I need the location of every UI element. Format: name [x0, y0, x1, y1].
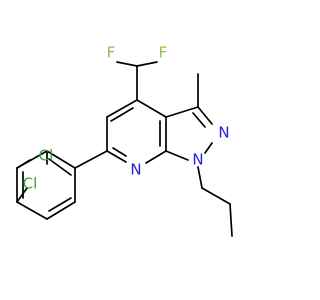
atom-label-f2: F [159, 44, 168, 62]
bond [197, 166, 203, 189]
structure-canvas: F F N N N Cl Cl [16, 44, 233, 237]
bond [106, 99, 138, 118]
atom-labels: F F N N N Cl Cl [23, 44, 230, 193]
atom-label-n-ring1: N [192, 151, 203, 169]
atom-label-cl1: Cl [39, 147, 54, 165]
bond [165, 150, 189, 161]
bond [110, 107, 134, 122]
bond [48, 158, 72, 176]
bond [136, 99, 167, 118]
bond [46, 150, 76, 169]
bond [16, 201, 48, 220]
atom-label-n-pyridine: N [130, 161, 141, 179]
bond [204, 142, 213, 154]
atom-label-n-ring2: N [218, 124, 229, 142]
bond [165, 106, 199, 118]
bond [16, 187, 28, 203]
bond [197, 106, 213, 125]
bonds [16, 61, 233, 237]
bond [74, 150, 108, 169]
bond [46, 201, 76, 220]
bond [112, 147, 127, 157]
atom-label-cl2: Cl [23, 175, 38, 193]
bond [192, 112, 206, 128]
bond [136, 61, 158, 67]
bond [145, 150, 167, 164]
bond [48, 197, 72, 212]
bond [106, 150, 127, 163]
atom-label-f1: F [107, 44, 116, 62]
bond [229, 203, 233, 237]
bond [16, 159, 31, 169]
molecule-drawing: F F N N N Cl Cl [16, 44, 233, 237]
bond [201, 187, 231, 205]
bond [116, 61, 138, 67]
